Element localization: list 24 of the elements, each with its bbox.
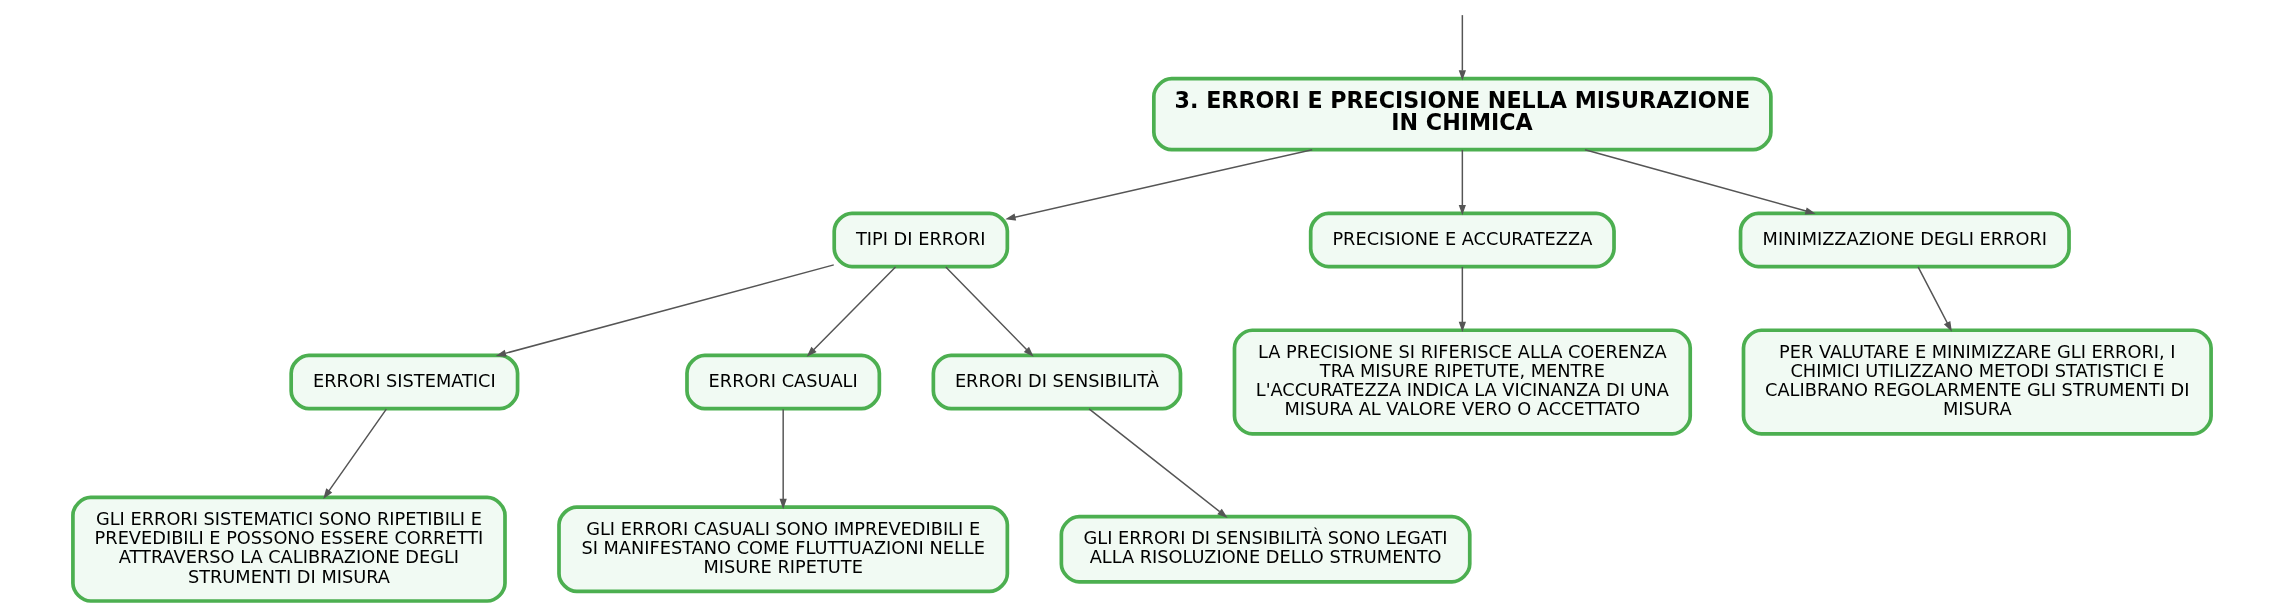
arrow [495, 264, 835, 357]
arrow [1584, 149, 1816, 215]
node-box: ERRORI SISTEMATICI [289, 353, 520, 411]
arrow [1458, 149, 1466, 216]
node-box: PER VALUTARE E MINIMIZZARE GLI ERRORI, I CHIMICI UTILIZZANO METODI STATISTICI E CALIBRANO REGOLARMENTE GLI STRUMENTI DI MISURA [1741, 328, 2213, 436]
arrow [945, 266, 1034, 357]
arrow [1088, 408, 1228, 518]
arrow [1458, 266, 1466, 333]
node-box: ERRORI DI SENSIBILITÀ [931, 353, 1183, 411]
node-box: MINIMIZZAZIONE DEGLI ERRORI [1738, 211, 2071, 269]
arrow [323, 408, 388, 499]
node-box: TIPI DI ERRORI [832, 211, 1010, 269]
arrow [1005, 149, 1313, 221]
node-box: LA PRECISIONE SI RIFERISCE ALLA COERENZA TRA MISURE RIPETUTE, MENTRE L'ACCURATEZZA INDICA LA VICINANZA DI UNA MISURA AL VALORE VERO O ACCETTATO [1232, 328, 1693, 436]
node-box: PRECISIONE E ACCURATEZZA [1308, 211, 1616, 269]
node-box: 3. ERRORI E PRECISIONE NELLA MISURAZIONE IN CHIMICA [1152, 76, 1773, 152]
arrow [806, 266, 897, 357]
node-box: GLI ERRORI SISTEMATICI SONO RIPETIBILI E PREVEDIBILI E POSSONO ESSERE CORRETTI ATTRAVERSO LA CALIBRAZIONE DEGLI STRUMENTI DI MISURA [71, 495, 507, 603]
arrow [1917, 266, 1952, 332]
node-box: GLI ERRORI DI SENSIBILITÀ SONO LEGATI ALLA RISOLUZIONE DELLO STRUMENTO [1059, 514, 1472, 584]
arrow [779, 408, 787, 510]
arrow [1458, 14, 1466, 81]
node-box: GLI ERRORI CASUALI SONO IMPREVEDIBILI E SI MANIFESTANO COME FLUTTUAZIONI NELLE MISURE RIPETUTE [557, 505, 1010, 594]
node-box: ERRORI CASUALI [685, 353, 882, 411]
